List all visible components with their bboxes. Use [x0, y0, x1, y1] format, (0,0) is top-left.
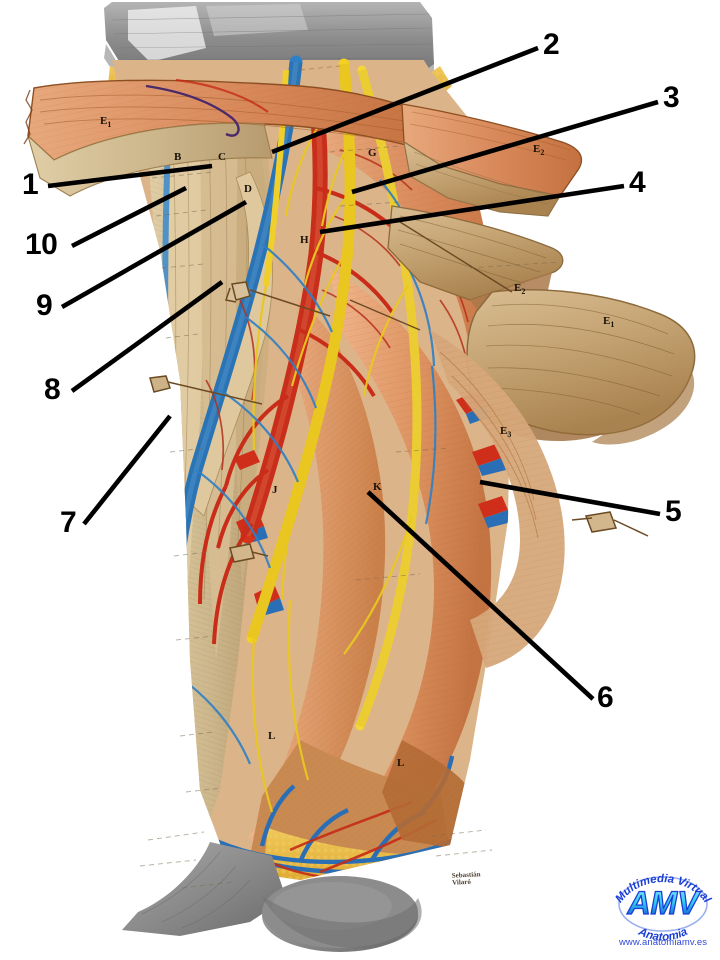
letter-label-H: H [300, 234, 309, 246]
letter-label-E1: E1 [603, 315, 614, 329]
callout-number-2[interactable]: 2 [543, 28, 560, 61]
letter-label-E2: E2 [514, 282, 525, 296]
letter-label-J: J [272, 484, 278, 496]
artist-signature: Sebastián Vilaró [451, 870, 481, 888]
letter-label-D: D [244, 183, 252, 195]
limb-body [112, 55, 510, 880]
callout-number-9[interactable]: 9 [36, 289, 53, 322]
artery-branches [198, 186, 404, 645]
letter-label-B: B [174, 151, 182, 163]
callout-number-6[interactable]: 6 [597, 681, 614, 714]
callout-number-3[interactable]: 3 [663, 81, 680, 114]
amv-watermark-logo: Multimedia Virtual Anatomia AMV [613, 873, 713, 943]
watermark-url[interactable]: www.anatomiamv.es [618, 937, 708, 948]
callout-number-4[interactable]: 4 [629, 166, 646, 199]
leader-line-1 [47, 163, 213, 189]
leader-line-9 [60, 200, 248, 309]
callout-leader-lines [47, 45, 661, 701]
reflected-muscle-flap-lateral-large [466, 289, 696, 445]
callout-number-1[interactable]: 1 [22, 168, 39, 201]
callout-number-5[interactable]: 5 [665, 495, 682, 528]
letter-label-E3: E3 [500, 425, 511, 439]
letter-label-E1: E1 [100, 115, 111, 129]
letter-label-G: G [368, 147, 377, 159]
letter-label-C: C [218, 151, 226, 163]
letter-label-L: L [397, 757, 404, 769]
watermark-arc-bottom: Anatomia [636, 925, 690, 943]
watermark-brand: AMV [626, 885, 701, 921]
callout-number-7[interactable]: 7 [60, 506, 77, 539]
leader-line-2 [271, 45, 539, 155]
faint-guide-ticks [139, 65, 561, 889]
leader-line-3 [351, 99, 659, 195]
reflected-muscle-flap-proximal [23, 78, 438, 197]
fascia-sheet-lateral [430, 330, 565, 668]
leader-line-5 [479, 479, 661, 517]
letter-label-K: K [373, 481, 382, 493]
callout-number-10[interactable]: 10 [25, 228, 58, 261]
leader-line-4 [319, 183, 625, 235]
leader-line-10 [70, 185, 188, 249]
letter-label-L: L [268, 730, 275, 742]
leader-line-8 [70, 280, 224, 393]
retractor-hooks [149, 221, 649, 563]
leader-line-7 [82, 414, 172, 526]
leader-line-6 [366, 490, 595, 701]
letter-label-E2: E2 [533, 143, 544, 157]
distal-cut-surfaces [122, 842, 422, 952]
callout-number-8[interactable]: 8 [44, 373, 61, 406]
